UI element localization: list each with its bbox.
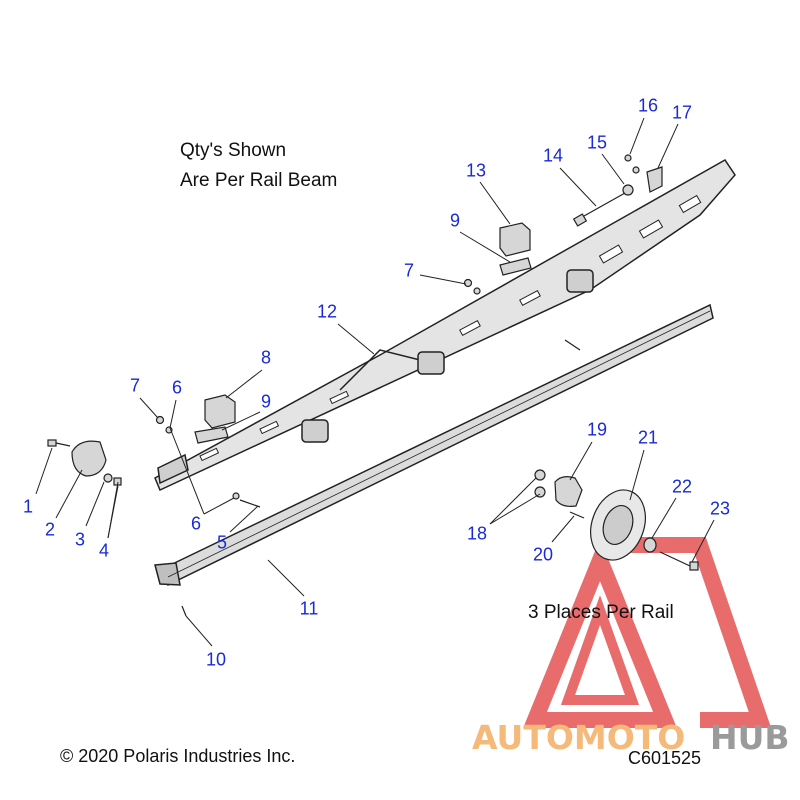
callout-label-4: 4 [98, 540, 110, 561]
leader-line-23 [691, 519, 715, 563]
leader-line-9 [459, 231, 511, 263]
leader-line-20 [551, 515, 575, 543]
leader-line-17 [657, 123, 679, 169]
leader-line-10 [185, 615, 213, 647]
washer-3 [103, 473, 113, 483]
leader-line-2 [55, 469, 83, 519]
leader-line-5 [229, 505, 259, 533]
callout-label-18: 18 [466, 523, 488, 544]
leader-line-secondary [107, 481, 119, 539]
callout-label-7: 7 [403, 260, 415, 281]
callout-label-11: 11 [299, 598, 319, 619]
callout-label-13: 13 [465, 160, 487, 181]
leader-line-secondary [169, 427, 205, 515]
callout-label-9: 9 [449, 210, 461, 231]
callout-label-5: 5 [216, 532, 228, 553]
callout-label-10: 10 [205, 649, 227, 670]
leader-line-12 [337, 323, 375, 355]
slide-9 [194, 426, 229, 444]
callout-label-22: 22 [671, 476, 693, 497]
slide-9b [499, 257, 532, 276]
callout-label-17: 17 [671, 102, 693, 123]
leader-line-3 [85, 481, 105, 527]
leader-line-8 [225, 369, 263, 399]
leader-line-19 [569, 441, 593, 481]
callout-leader-lines [35, 117, 715, 647]
callout-label-1: 1 [22, 496, 34, 517]
leader-line-6 [203, 497, 235, 515]
callout-label-21: 21 [637, 427, 659, 448]
leader-line-11 [267, 559, 305, 597]
watermark-text-automoto: AUTOMOTO [472, 718, 686, 757]
callout-label-7: 7 [129, 375, 141, 396]
rail-slide [154, 303, 714, 586]
callout-label-16: 16 [637, 95, 659, 116]
callout-label-20: 20 [532, 544, 554, 565]
callout-label-14: 14 [542, 145, 564, 166]
leader-line-22 [651, 497, 677, 539]
leader-line-9 [221, 411, 261, 431]
callout-label-8: 8 [260, 347, 272, 368]
leader-line-7 [139, 397, 159, 419]
leader-line-14 [559, 167, 597, 207]
callout-label-3: 3 [74, 529, 86, 550]
callout-label-12: 12 [316, 301, 338, 322]
qty-note-line-1: Qty's Shown [180, 140, 287, 161]
hardware-parts [47, 154, 699, 617]
leader-line-secondary [489, 493, 541, 525]
qty-note-line-2: Are Per Rail Beam [180, 170, 338, 191]
copyright-text: © 2020 Polaris Industries Inc. [60, 746, 296, 766]
leader-line-1 [35, 447, 53, 495]
leader-line-21 [629, 449, 645, 501]
leader-line-13 [479, 181, 511, 225]
callout-label-6: 6 [190, 513, 202, 534]
callout-label-19: 19 [586, 419, 608, 440]
leader-line-6 [169, 399, 177, 429]
leader-line-18 [489, 477, 537, 525]
bumper-block-8 [204, 394, 236, 429]
callout-label-9: 9 [260, 391, 272, 412]
callout-label-15: 15 [586, 132, 608, 153]
leader-line-16 [629, 117, 645, 155]
bolt-1 [47, 439, 57, 447]
wheel-hub [554, 476, 583, 507]
watermark-text-hub: HUB [710, 718, 790, 757]
watermark-logo-icon [523, 537, 772, 728]
leader-line-7 [419, 274, 467, 285]
callout-label-23: 23 [709, 498, 731, 519]
bumper-block-13 [499, 222, 531, 257]
leader-line-15 [601, 153, 625, 185]
rail-beam [154, 159, 736, 492]
end-cap [71, 440, 107, 477]
drawing-code: C601525 [628, 748, 702, 768]
callout-label-2: 2 [44, 519, 56, 540]
callout-label-6: 6 [171, 377, 183, 398]
places-note: 3 Places Per Rail [528, 602, 674, 623]
